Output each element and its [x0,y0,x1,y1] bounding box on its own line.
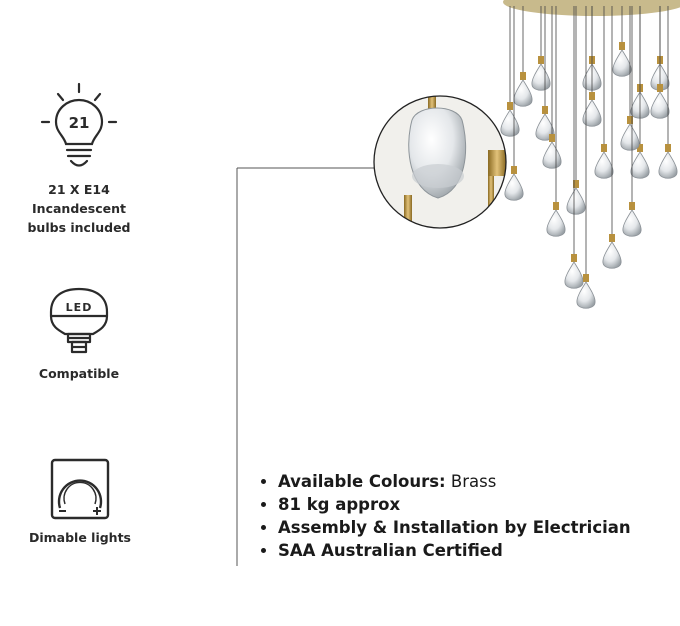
led-bulb-icon: LED [49,287,109,354]
dimmer-icon [50,458,110,520]
bulb-icon: 21 [40,82,118,167]
bulbs-caption-line1: 21 X E14 Incandescent [32,182,126,216]
spec-item-weight: 81 kg approx [278,493,631,516]
zoom-detail [373,95,507,229]
feature-led-compatible: LED Compatible [0,286,158,383]
svg-text:21: 21 [69,114,90,132]
canopy [503,0,680,16]
spec-item-colours: Available Colours: Brass [278,470,631,493]
bulbs-caption-line2: bulbs included [27,220,131,235]
svg-text:LED: LED [66,301,93,314]
spec-list: Available Colours: Brass 81 kg approx As… [258,470,631,562]
spec-item-certification: SAA Australian Certified [278,539,631,562]
led-caption: Compatible [38,366,120,381]
pendant-drops [500,6,678,309]
spec-item-installation: Assembly & Installation by Electrician [278,516,631,539]
feature-dimmable: Dimable lights [0,458,160,547]
bulbs-caption: 21 X E14 Incandescent bulbs included [0,180,158,237]
dimmer-caption: Dimable lights [28,530,131,545]
feature-bulbs-included: 21 21 X E14 Incandescent bulbs included [0,82,158,237]
